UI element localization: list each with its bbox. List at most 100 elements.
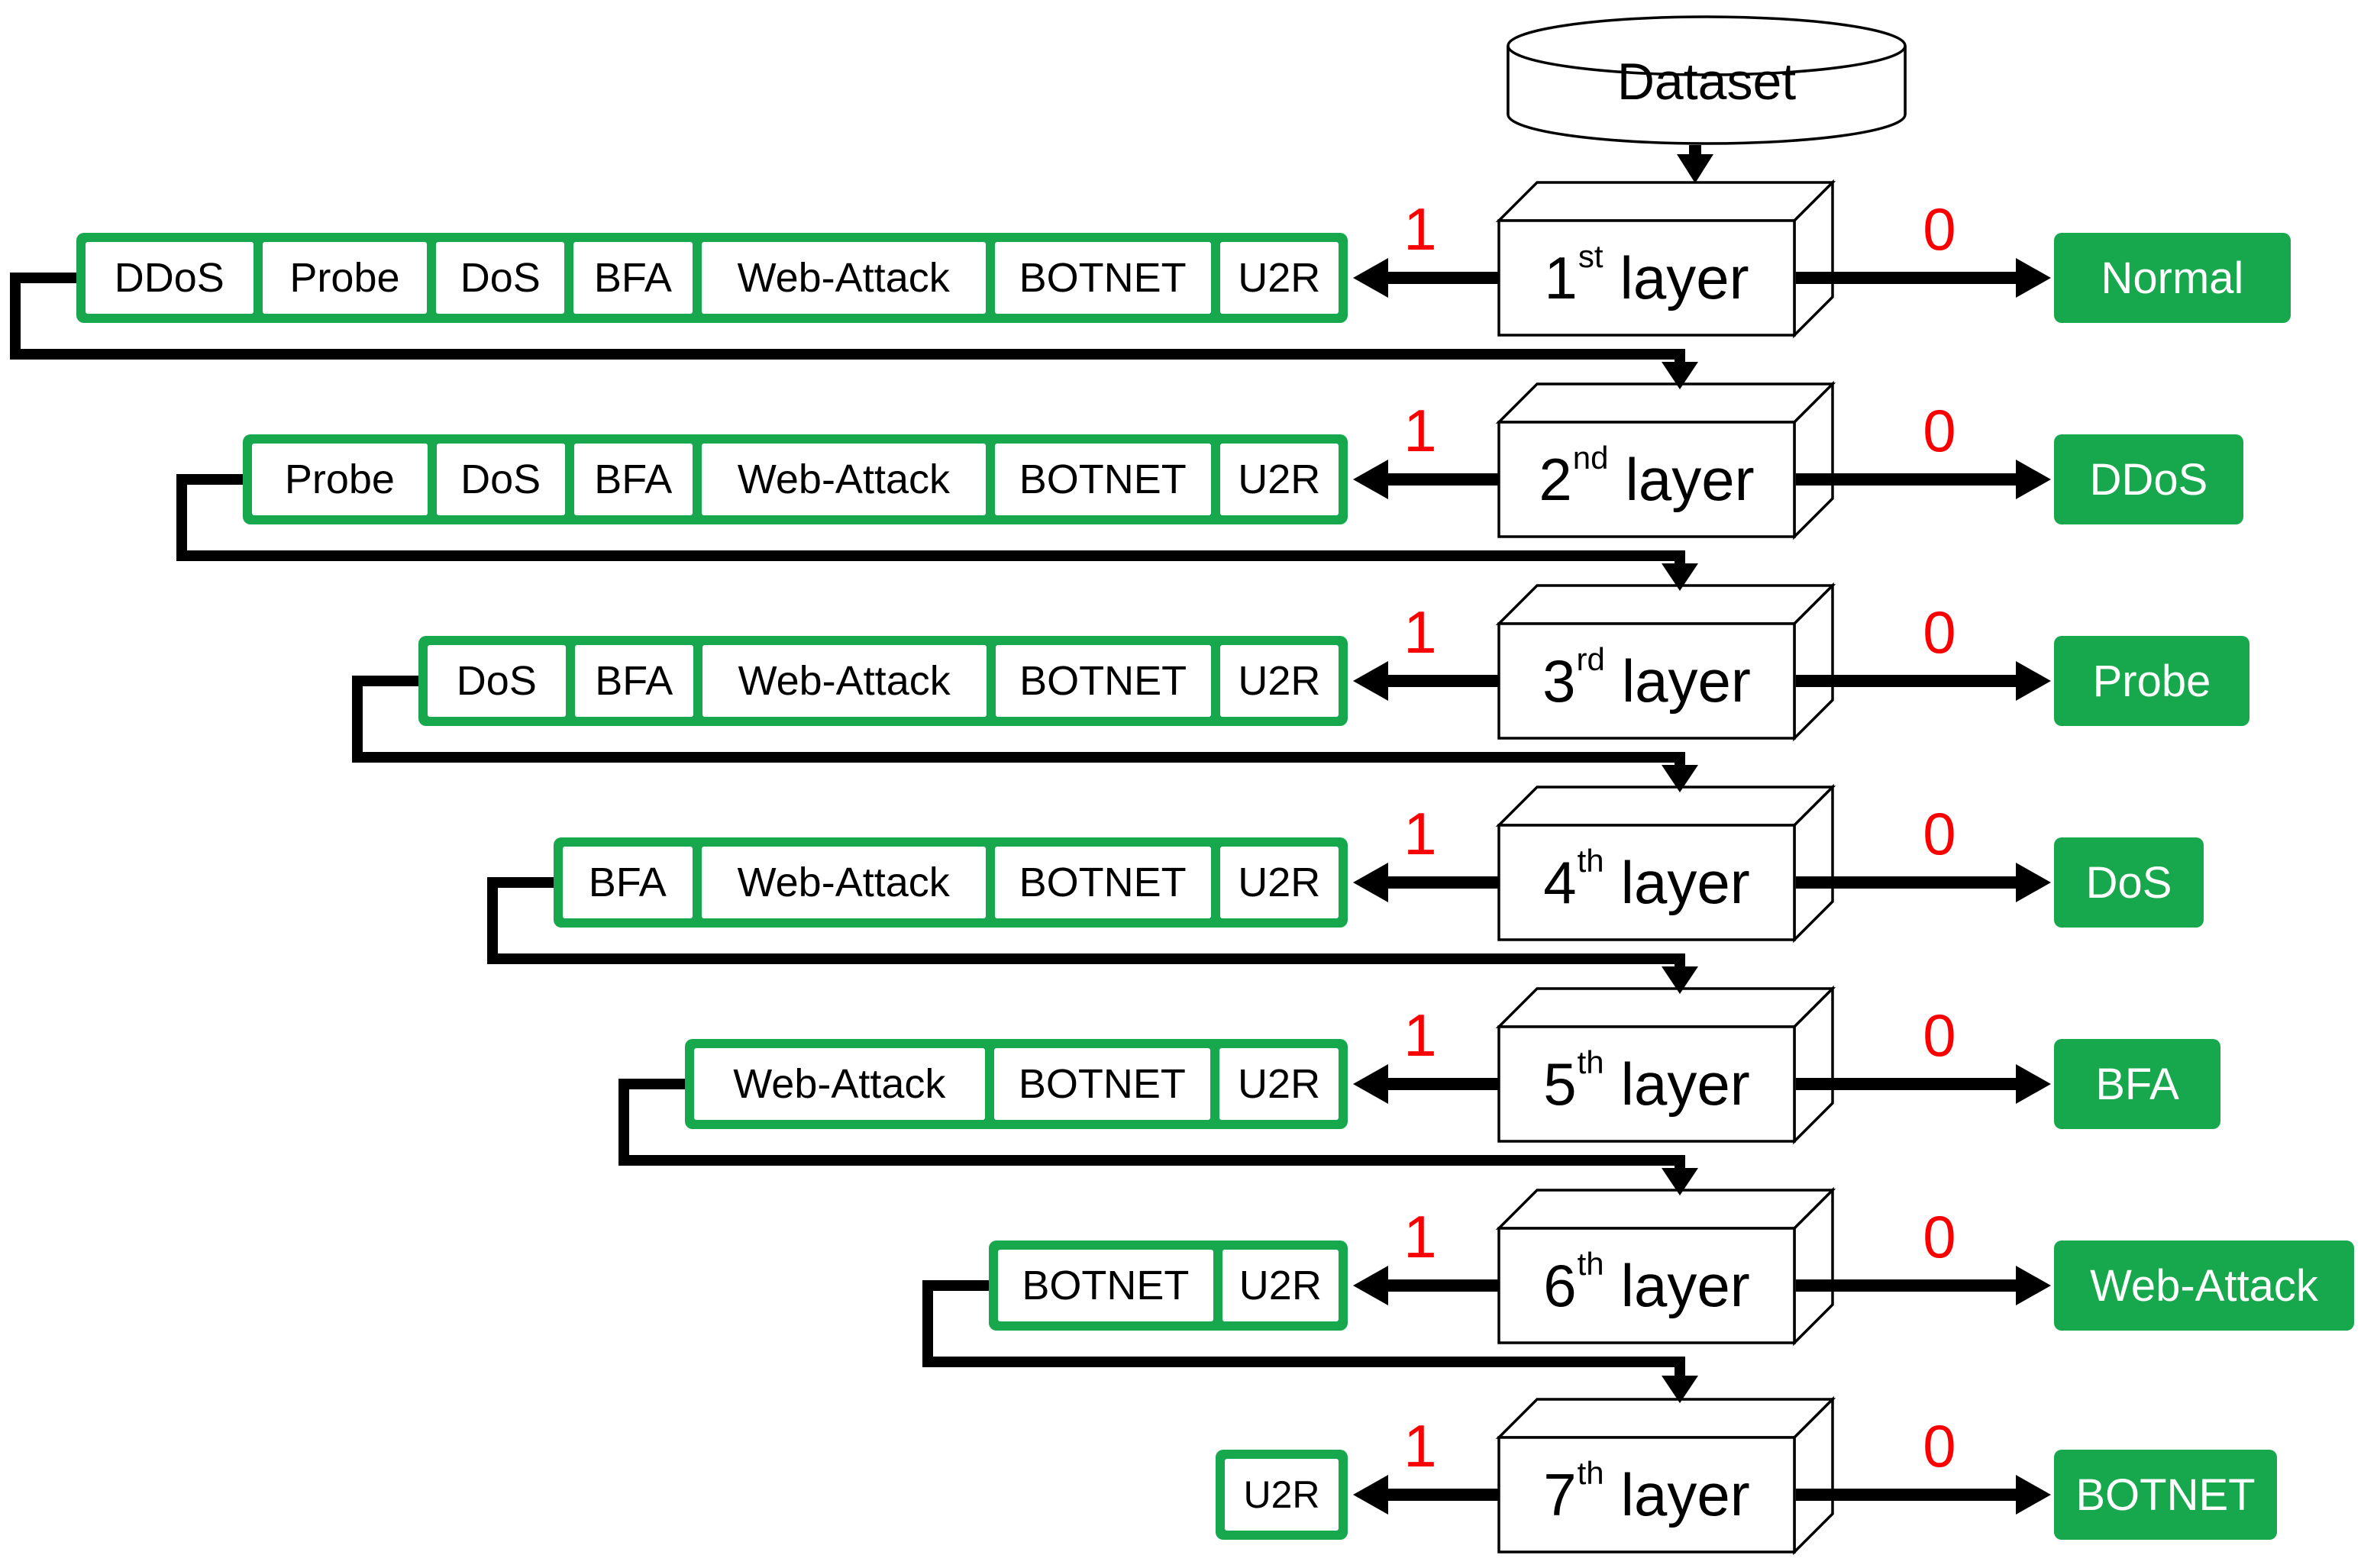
layer-word: layer: [1620, 244, 1749, 311]
class-cell: BOTNET: [994, 242, 1211, 314]
feedback-connector-2to3: [176, 474, 1685, 566]
remaining-classes-box-row1: DDoS Probe DoS BFA Web-Attack BOTNET U2R: [76, 233, 1348, 323]
feedback-arrowhead-3to4-icon: [1662, 765, 1698, 792]
class-cell: BFA: [563, 847, 693, 918]
dataset-label: Dataset: [1616, 53, 1797, 111]
layer-ordinal: 2: [1539, 445, 1573, 513]
class-cell: Web-Attack: [701, 242, 986, 314]
layer5-box-front: [1497, 1025, 1796, 1143]
class-cell: DoS: [428, 645, 566, 717]
layer-ordinal: 7: [1543, 1460, 1578, 1528]
class-cell: Probe: [262, 242, 428, 314]
feedback-arrowhead-4to5-icon: [1662, 966, 1698, 994]
layer-ordinal-suffix: th: [1577, 1455, 1604, 1491]
branch0-label-row6: 0: [1923, 1203, 1956, 1270]
class-cell: BOTNET: [995, 645, 1211, 717]
layer-ordinal: 5: [1543, 1050, 1578, 1118]
class-cell: U2R: [1219, 1048, 1339, 1120]
branch0-label-row7: 0: [1923, 1412, 1956, 1479]
layer-ordinal-suffix: rd: [1576, 641, 1605, 677]
layer-word: layer: [1620, 1251, 1750, 1319]
branch1-label-row3: 1: [1403, 598, 1437, 666]
class-cell: U2R: [1219, 645, 1339, 717]
class-cell: U2R: [1219, 444, 1339, 515]
branch1-arrowhead-row7-icon: [1353, 1475, 1388, 1515]
remaining-classes-box-row5: Web-Attack BOTNET U2R: [685, 1039, 1348, 1129]
branch1-arrowhead-row5-icon: [1353, 1064, 1388, 1104]
layer3-box-front: [1497, 622, 1796, 740]
layer4-box-top: [1495, 786, 1836, 827]
feedback-arrowhead-1to2-icon: [1662, 362, 1698, 389]
branch0-label-row4: 0: [1923, 800, 1956, 867]
feedback-connector-5to6: [618, 1079, 1685, 1171]
layer2-box-top: [1495, 382, 1836, 424]
branch0-arrowhead-row6-icon: [2016, 1266, 2051, 1305]
branch0-label-row5: 0: [1923, 1002, 1956, 1069]
output-class-box-row1: Normal: [2054, 233, 2291, 323]
branch1-arrowhead-row6-icon: [1353, 1266, 1388, 1305]
layer3-box-top: [1495, 584, 1836, 625]
layer1-box-top: [1495, 181, 1836, 222]
layer7-box-top: [1495, 1398, 1836, 1439]
class-cell: Web-Attack: [701, 847, 986, 918]
class-cell: DoS: [436, 242, 565, 314]
class-cell: U2R: [1219, 847, 1339, 918]
class-cell: BOTNET: [994, 847, 1211, 918]
class-cell: U2R: [1219, 242, 1339, 314]
layer-ordinal-suffix: st: [1578, 238, 1604, 274]
branch1-label-row2: 1: [1403, 397, 1437, 464]
class-cell: BFA: [574, 645, 693, 717]
branch1-arrowhead-row3-icon: [1353, 661, 1388, 701]
branch1-arrowhead-row4-icon: [1353, 863, 1388, 902]
branch1-label-row1: 1: [1403, 195, 1437, 263]
class-cell: BOTNET: [994, 444, 1211, 515]
layer-ordinal: 4: [1543, 848, 1578, 916]
remaining-classes-box-row4: BFA Web-Attack BOTNET U2R: [554, 837, 1348, 928]
class-cell: Web-Attack: [702, 645, 987, 717]
branch0-label-row2: 0: [1923, 397, 1956, 464]
output-class-box-row5: BFA: [2054, 1039, 2220, 1129]
class-cell: BFA: [573, 444, 693, 515]
branch1-arrowhead-row1-icon: [1353, 258, 1388, 298]
feedback-arrowhead-2to3-icon: [1662, 563, 1698, 591]
branch0-arrowhead-row2-icon: [2016, 460, 2051, 499]
class-cell: U2R: [1222, 1250, 1339, 1321]
branch0-label-row1: 0: [1923, 195, 1956, 263]
branch0-arrowhead-row7-icon: [2016, 1475, 2051, 1515]
branch0-label-row3: 0: [1923, 598, 1956, 666]
class-cell: DoS: [436, 444, 565, 515]
feedback-connector-4to5: [487, 877, 1685, 970]
branch1-label-row7: 1: [1403, 1412, 1437, 1479]
layer-word: layer: [1621, 647, 1751, 715]
layer4-box-front: [1497, 824, 1796, 941]
feedback-connector-1to2: [10, 273, 1685, 365]
layer-word: layer: [1620, 1050, 1750, 1118]
dataset-cylinder-top: [1507, 15, 1907, 76]
layer-ordinal-suffix: th: [1577, 843, 1604, 879]
layer-ordinal: 1: [1544, 244, 1578, 311]
branch0-arrowhead-row3-icon: [2016, 661, 2051, 701]
remaining-classes-box-row7: U2R: [1216, 1450, 1348, 1540]
branch0-arrowhead-row5-icon: [2016, 1064, 2051, 1104]
branch1-arrowhead-row2-icon: [1353, 460, 1388, 499]
branch1-label-row5: 1: [1403, 1002, 1437, 1069]
output-class-box-row7: BOTNET: [2054, 1450, 2277, 1540]
output-class-box-row3: Probe: [2054, 636, 2249, 726]
layer7-box-front: [1497, 1436, 1796, 1553]
branch1-label-row4: 1: [1403, 800, 1437, 867]
layer6-box-top: [1495, 1189, 1836, 1230]
layer-ordinal: 6: [1543, 1251, 1578, 1319]
class-cell: Web-Attack: [701, 444, 986, 515]
class-cell: BFA: [573, 242, 693, 314]
branch1-label-row6: 1: [1403, 1203, 1437, 1270]
layer-ordinal-suffix: th: [1577, 1246, 1604, 1282]
dataset-arrowhead-icon: [1677, 154, 1713, 183]
layer-ordinal-suffix: nd: [1572, 440, 1609, 476]
